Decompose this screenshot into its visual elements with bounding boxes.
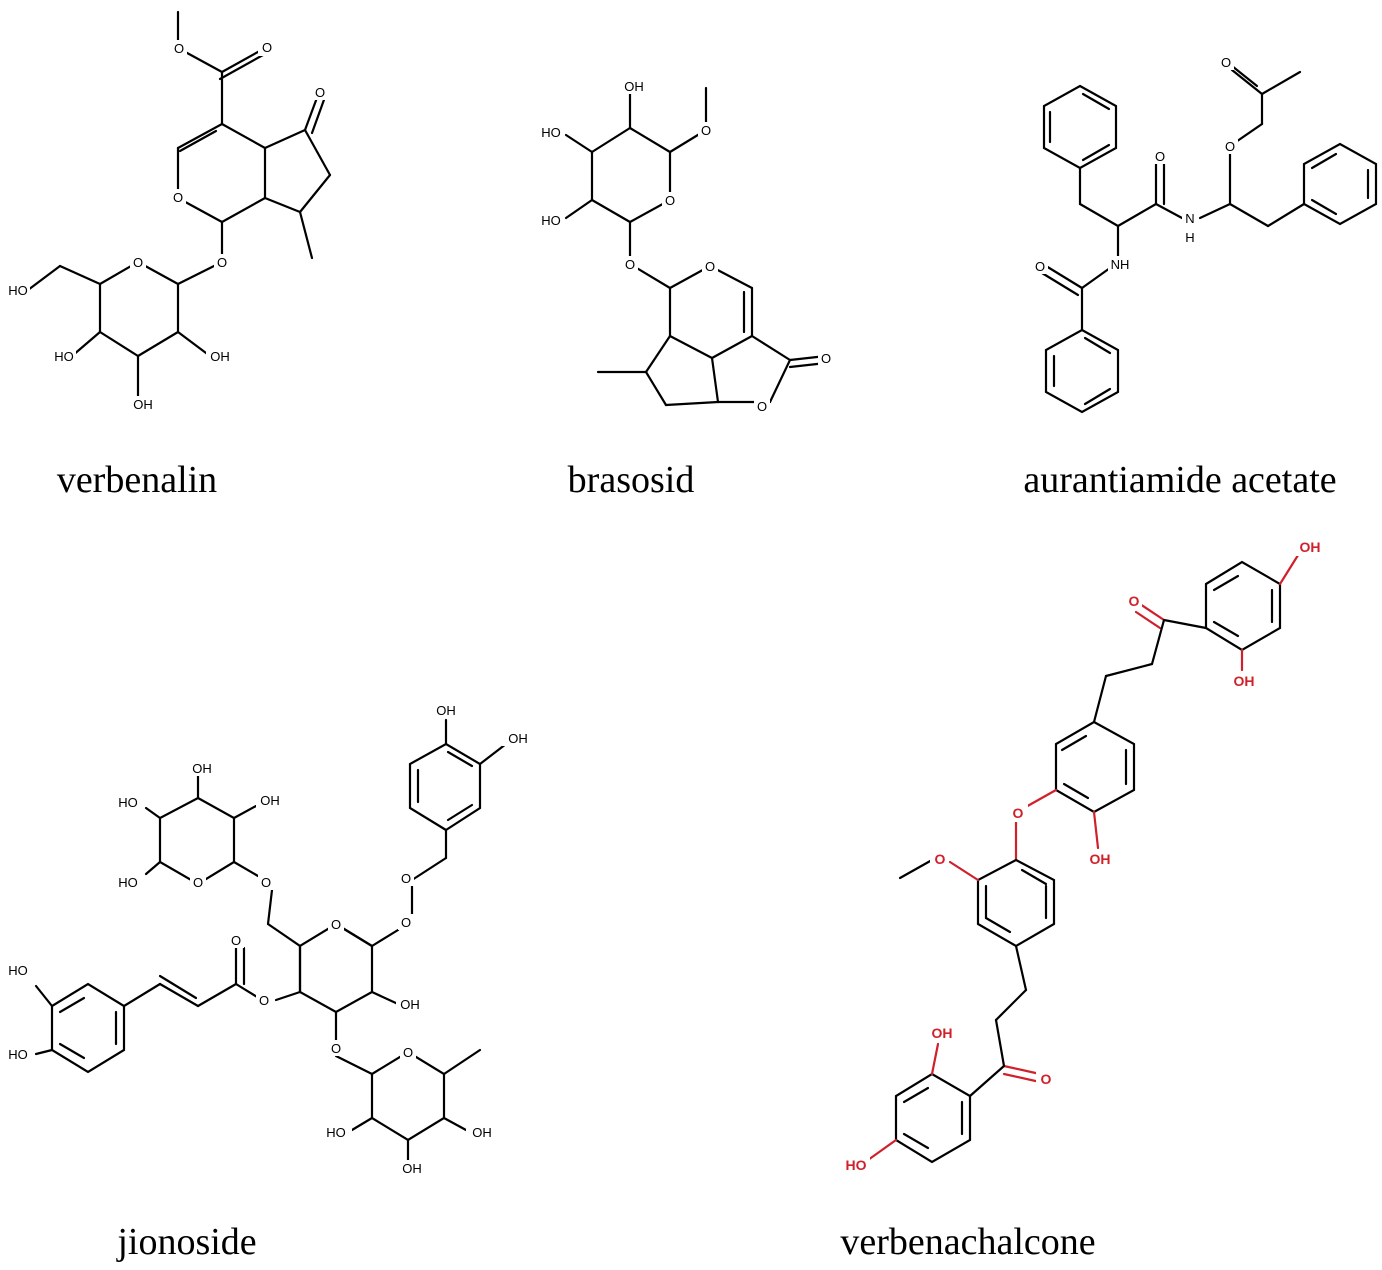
bonds-aurantiamide-acetate (1040, 60, 1378, 414)
structure-aurantiamide-acetate: O O O NH N H O aurantiamide acetate (1023, 54, 1378, 501)
atom-label: OH (932, 1025, 953, 1041)
bonds-jionoside (34, 718, 508, 1164)
atom-label: O (1225, 139, 1235, 154)
atom-label: O (705, 259, 715, 274)
atom-label: O (315, 85, 325, 100)
atom-label: O (217, 255, 227, 270)
atom-label: O (625, 257, 635, 272)
bonds-verbenalin (26, 10, 332, 400)
atom-label: OH (624, 79, 644, 94)
atom-label: O (1013, 805, 1024, 821)
atom-label: O (259, 993, 269, 1008)
atom-label: O (1155, 149, 1165, 164)
atom-label: H (1185, 230, 1194, 245)
structure-jionoside: OH OH OH HO OH HO O O O O O O O (4, 702, 532, 1263)
atoms-aurantiamide-acetate: O O O NH N H O (1032, 54, 1238, 274)
atom-label: OH (402, 1161, 422, 1176)
atom-label: HO (8, 283, 28, 298)
atom-label: O (133, 255, 143, 270)
atom-label: O (231, 933, 241, 948)
atom-label: OH (1300, 539, 1321, 555)
atom-label: HO (54, 349, 74, 364)
atom-label: NH (1111, 257, 1130, 272)
atom-label: OH (436, 703, 456, 718)
atom-label: O (262, 40, 272, 55)
compound-name-jionoside: jionoside (115, 1221, 256, 1263)
atom-label: OH (192, 761, 212, 776)
atom-label: O (665, 193, 675, 208)
compound-name-verbenalin: verbenalin (57, 459, 217, 501)
compound-name-aurantiamide-acetate: aurantiamide acetate (1023, 459, 1336, 501)
atom-label: O (193, 875, 203, 890)
structure-verbenalin: O O O O O HO HO OH OH O verbenalin (6, 10, 332, 501)
atom-label: OH (400, 997, 420, 1012)
atom-label: O (403, 1045, 413, 1060)
atom-label: OH (508, 731, 528, 746)
atom-label: O (173, 190, 183, 205)
atom-label: HO (846, 1157, 867, 1173)
bonds-brasosid (564, 86, 828, 407)
atom-label: OH (472, 1125, 492, 1140)
atom-label: HO (326, 1125, 346, 1140)
atom-label: O (174, 41, 184, 56)
atom-label: HO (541, 125, 561, 140)
atom-label: HO (118, 795, 138, 810)
atom-label: O (261, 875, 271, 890)
atom-label: O (1221, 55, 1231, 70)
atom-label: O (1041, 1071, 1052, 1087)
structure-verbenachalcone: OH O OH O OH O OH O HO verbenachalcone (840, 538, 1322, 1263)
bonds-verbenachalcone (866, 550, 1302, 1164)
atoms-brasosid: OH HO HO O O O O O O (538, 78, 834, 414)
atom-label: O (1129, 593, 1140, 609)
atom-label: O (1035, 259, 1045, 274)
atoms-jionoside: OH OH OH HO OH HO O O O O O O O (4, 702, 532, 1176)
compound-name-brasosid: brasosid (568, 459, 695, 501)
compound-name-verbenachalcone: verbenachalcone (840, 1221, 1095, 1263)
atom-label: O (331, 917, 341, 932)
atom-label: OH (133, 397, 153, 412)
atom-label: OH (210, 349, 230, 364)
atom-label: HO (8, 1047, 28, 1062)
atom-label: HO (8, 963, 28, 978)
atom-label: O (757, 399, 767, 414)
atom-label: HO (118, 875, 138, 890)
atom-label: HO (541, 213, 561, 228)
atom-label: N (1185, 211, 1194, 226)
atom-label: OH (260, 793, 280, 808)
structure-brasosid: OH HO HO O O O O O O brasosid (538, 78, 834, 501)
atom-label: O (935, 851, 946, 867)
atoms-verbenachalcone: OH O OH O OH O OH O HO (840, 538, 1322, 1174)
atom-label: O (401, 915, 411, 930)
atom-label: OH (1234, 673, 1255, 689)
atom-label: O (701, 123, 711, 138)
atom-label: O (401, 871, 411, 886)
atoms-verbenalin: O O O O O HO HO OH OH O (6, 40, 328, 412)
atom-label: O (331, 1041, 341, 1056)
atom-label: O (821, 351, 831, 366)
atom-label: OH (1090, 851, 1111, 867)
